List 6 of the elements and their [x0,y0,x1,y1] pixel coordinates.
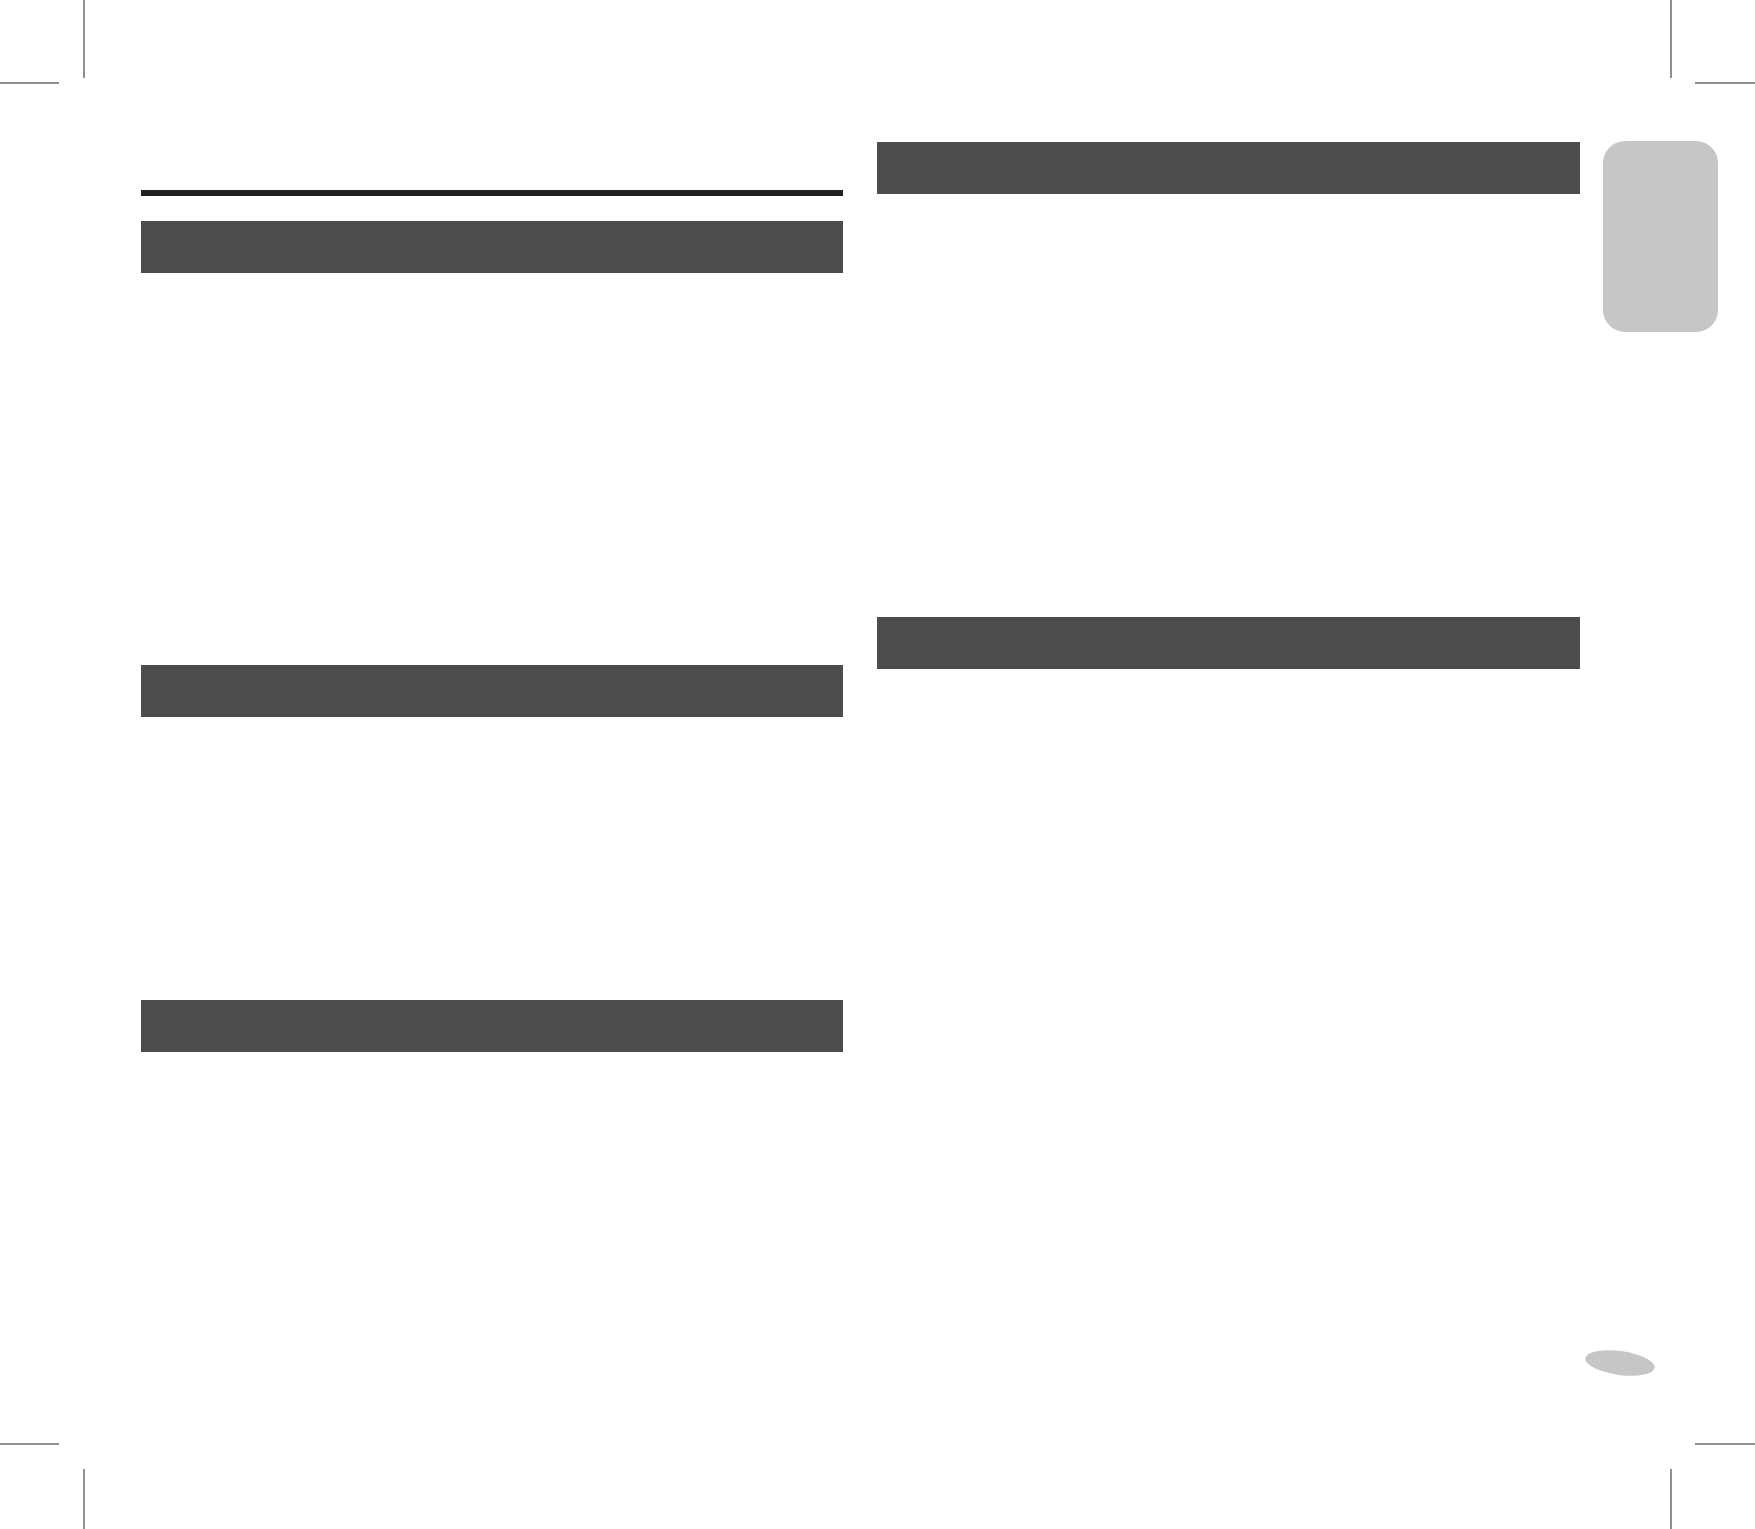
section-heading-bar [141,1000,843,1052]
section-heading-bar [877,617,1580,669]
section-heading-bar [141,221,843,273]
section-heading-bar [877,142,1580,194]
side-tab [1603,141,1718,332]
section-heading-bar [141,665,843,717]
